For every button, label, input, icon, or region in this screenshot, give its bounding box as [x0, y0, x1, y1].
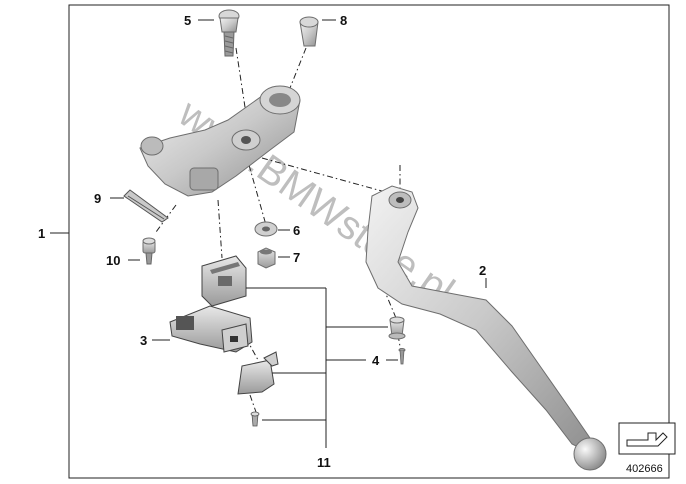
part-2-lever — [365, 185, 607, 471]
callout-10: 10 — [106, 253, 120, 268]
part-10-screw — [142, 237, 156, 265]
part-5-screw — [218, 9, 240, 57]
callout-labels: 1 2 3 4 5 6 7 8 9 10 11 — [38, 13, 486, 470]
part-11-bracket-plate — [237, 351, 279, 395]
part-11-small-screw — [250, 411, 260, 427]
callout-11: 11 — [317, 455, 331, 470]
callout-5: 5 — [184, 13, 191, 28]
part-9-clip — [123, 189, 169, 223]
callout-8: 8 — [340, 13, 347, 28]
callout-9: 9 — [94, 191, 101, 206]
part-8-pin — [299, 16, 319, 47]
callout-1: 1 — [38, 226, 45, 241]
part-11-switch-cover — [201, 255, 247, 307]
part-4-screw-upper — [388, 316, 406, 340]
part-6-washer — [254, 221, 278, 237]
part-3-switch — [169, 305, 253, 353]
callout-7: 7 — [293, 250, 300, 265]
callout-3: 3 — [140, 333, 147, 348]
part-1-lever-bracket — [139, 85, 301, 197]
callout-6: 6 — [293, 223, 300, 238]
direction-arrow-icon — [618, 422, 676, 455]
part-4-screw-lower — [398, 348, 406, 365]
callout-4: 4 — [372, 353, 380, 368]
reference-number: 402666 — [626, 463, 663, 475]
diagram-frame — [68, 4, 670, 479]
callout-2: 2 — [479, 263, 486, 278]
part-7-nut — [257, 247, 276, 269]
leader-lines — [50, 19, 487, 448]
